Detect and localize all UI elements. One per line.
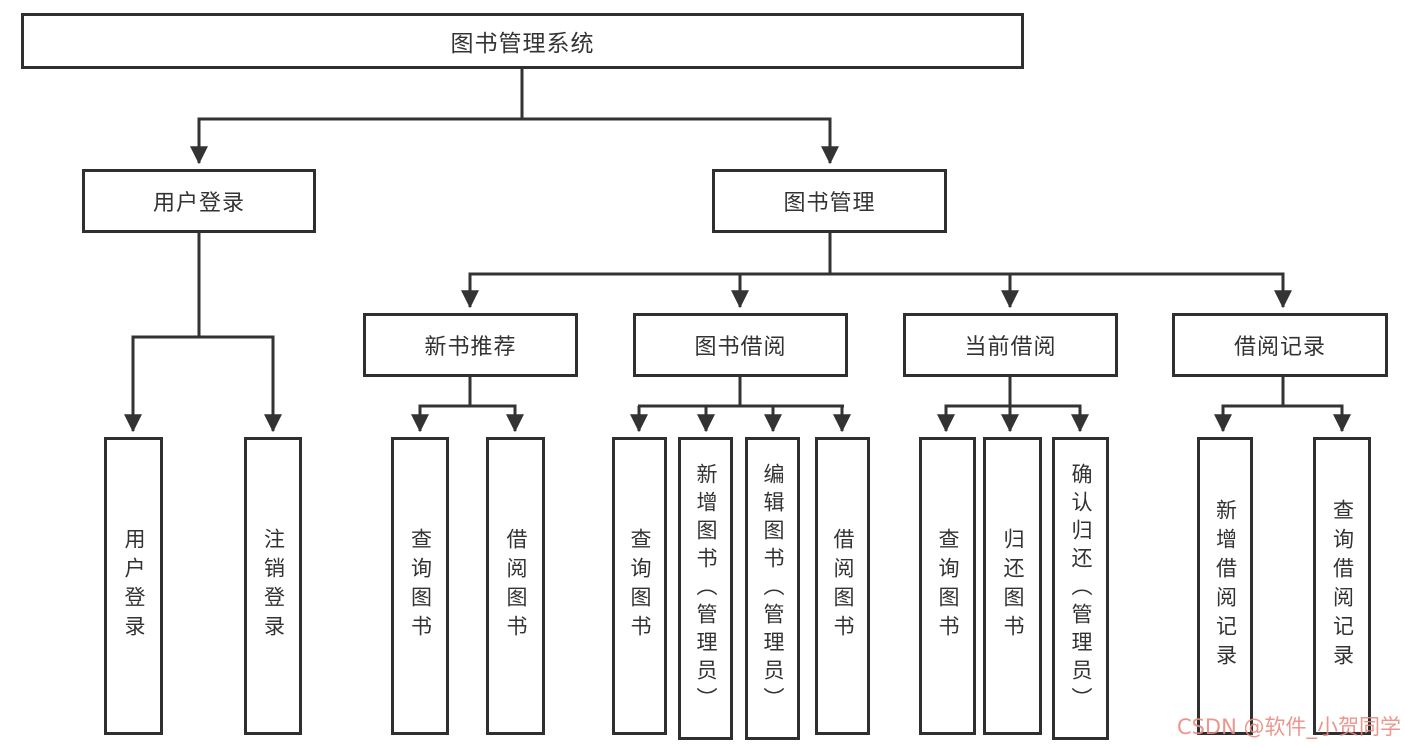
leaf-recommend-query-books: 查询图书 xyxy=(391,437,449,735)
leaf-add-borrow-record: 新增借阅记录 xyxy=(1197,437,1253,735)
leaf-borrow-books: 借阅图书 xyxy=(815,437,870,735)
leaf-query-borrow-record: 查询借阅记录 xyxy=(1313,437,1371,735)
leaf-return-books: 归还图书 xyxy=(983,437,1042,735)
leaf-user-login: 用户登录 xyxy=(104,437,163,735)
node-user-login: 用户登录 xyxy=(82,169,316,233)
leaf-borrow-query-books: 查询图书 xyxy=(612,437,667,735)
leaf-logout: 注销登录 xyxy=(244,437,302,735)
leaf-confirm-return-admin: 确认归还（管理员） xyxy=(1052,437,1109,740)
leaf-edit-books-admin: 编辑图书（管理员） xyxy=(745,437,800,740)
node-current-borrow: 当前借阅 xyxy=(903,313,1118,377)
node-borrow-record: 借阅记录 xyxy=(1172,313,1388,377)
csdn-watermark: CSDN @软件_小贺同学 xyxy=(1176,715,1401,739)
node-book-borrow: 图书借阅 xyxy=(633,313,848,377)
node-book-management: 图书管理 xyxy=(712,169,947,233)
leaf-recommend-borrow-books: 借阅图书 xyxy=(486,437,545,735)
leaf-current-query-books: 查询图书 xyxy=(919,437,976,735)
node-library-management-system: 图书管理系统 xyxy=(21,13,1024,69)
leaf-add-books-admin: 新增图书（管理员） xyxy=(678,437,733,740)
node-new-book-recommend: 新书推荐 xyxy=(363,313,578,377)
